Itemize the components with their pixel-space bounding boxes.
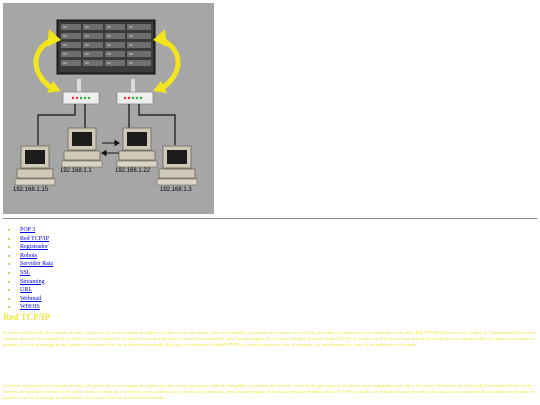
- nav-item-ssl: ■ SSL: [8, 269, 53, 278]
- paragraph-text: se ha tenido que hacer todo lo referente…: [240, 342, 418, 347]
- bullet-icon: ■: [8, 227, 11, 232]
- nav-item-webmail: ■ Webmail: [8, 295, 53, 304]
- nav-link-ssl[interactable]: SSL: [20, 269, 31, 276]
- exchange-arrows-icon: [101, 139, 120, 157]
- page-heading: Red TCP/IP: [3, 312, 51, 322]
- horizontal-divider: [3, 218, 537, 219]
- nav-link-pop3[interactable]: POP 3: [20, 227, 36, 233]
- left-switch-icon: [62, 79, 100, 105]
- bullet-icon: ■: [8, 278, 11, 284]
- body-paragraph: Se refiere al protocolo de conexión de r…: [3, 383, 535, 400]
- nav-item-servidor-raiz: ■ Servidor Raiz: [8, 260, 53, 269]
- nav-link-url[interactable]: URL: [20, 287, 32, 294]
- pc-ip-label: 192.168.1.22: [115, 168, 151, 174]
- nav-link-whois[interactable]: WHOIS: [20, 304, 40, 311]
- computer-icon: [156, 145, 198, 186]
- nav-item-red-tcpip: ■ Red TCP/IP: [8, 235, 53, 244]
- right-yellow-arrow-icon: [153, 29, 181, 93]
- bullet-icon: ■: [8, 304, 11, 310]
- network-diagram: 192.168.1.15 192.168.1.1 192.168.1.22 19…: [13, 19, 198, 193]
- nav-item-url: ■ URL: [8, 286, 53, 295]
- nav-item-robots: ■ Robots: [8, 252, 53, 261]
- bullet-icon: ■: [8, 287, 11, 293]
- nav-link-webmail[interactable]: Webmail: [20, 295, 42, 302]
- paragraph-text: Se refiere al protocolo de conexión de r…: [3, 330, 537, 347]
- nav-link-red-tcpip[interactable]: Red TCP/IP: [20, 235, 50, 242]
- left-yellow-arrow-icon: [33, 29, 61, 93]
- nav-link-servidor-raiz[interactable]: Servidor Raiz: [20, 261, 54, 268]
- nav-link-streaming[interactable]: Streaming: [20, 278, 45, 285]
- nav-link-list: ■POP 3 ■Red TCP/IP ■Registrador ■Robots …: [8, 226, 53, 312]
- pc-ip-label: 192.168.1.3: [160, 187, 192, 193]
- nav-item-pop3: ■ POP 3: [8, 226, 53, 235]
- pc-ip-label: 192.168.1.15: [13, 187, 49, 193]
- bullet-icon: ■: [8, 244, 11, 250]
- network-diagram-image: 192.168.1.15 192.168.1.1 192.168.1.22 19…: [3, 3, 214, 214]
- bullet-icon: ■: [8, 252, 11, 258]
- computer-icon: [14, 145, 56, 186]
- bullet-icon: ■: [8, 235, 11, 241]
- highlighted-term: Red TCP/IP: [215, 342, 240, 347]
- network-cables: [37, 104, 176, 145]
- right-switch-icon: [116, 79, 154, 105]
- pc-ip-label: 192.168.1.1: [60, 168, 92, 174]
- body-paragraph: Se refiere al protocolo de conexión de r…: [3, 330, 537, 348]
- nav-item-whois: ■ WHOIS: [8, 303, 53, 312]
- bullet-icon: ■: [8, 261, 11, 267]
- computer-icon: [61, 127, 103, 168]
- nav-link-robots[interactable]: Robots: [20, 252, 38, 259]
- server-rack-icon: [56, 19, 156, 75]
- nav-link-registrador[interactable]: Registrador: [20, 244, 48, 251]
- nav-item-streaming: ■ Streaming: [8, 278, 53, 287]
- computer-icon: [116, 127, 158, 168]
- bullet-icon: ■: [8, 269, 11, 275]
- nav-item-registrador: ■ Registrador: [8, 243, 53, 252]
- bullet-icon: ■: [8, 295, 11, 301]
